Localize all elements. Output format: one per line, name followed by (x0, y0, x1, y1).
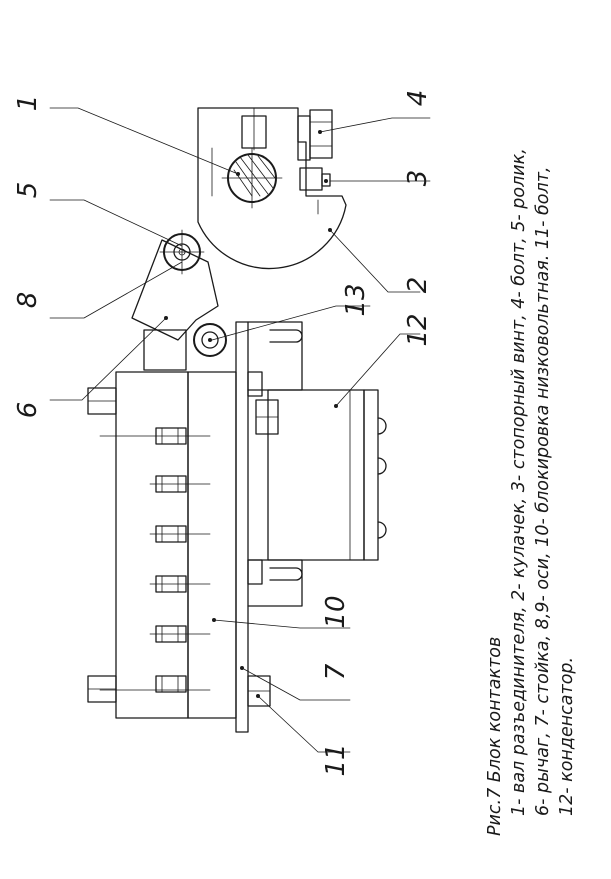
callout-10: 10 (321, 595, 351, 628)
set-screw-3-tip (321, 173, 331, 187)
lever-outline (131, 239, 219, 341)
cam-outline (197, 107, 347, 270)
callout-4: 4 (403, 90, 433, 107)
stand-upper-post (143, 329, 187, 371)
leader-6 (49, 317, 167, 401)
axis-13-circle (193, 323, 227, 357)
callout-2: 2 (403, 277, 433, 294)
callout-6: 6 (13, 402, 43, 419)
callout-7: 7 (321, 663, 351, 680)
caption-line-2: 6- рычаг, 7- стойка, 8,9- оси, 10- блоки… (533, 167, 553, 816)
caption-title: Рис.7 Блок контактов (485, 637, 505, 836)
leader-7 (241, 667, 351, 701)
caption-line-1: 1- вал разъединителя, 2- кулачек, 3- сто… (509, 148, 529, 816)
caption-line-3: 12- конденсатор. (557, 657, 577, 816)
contact-housing (115, 371, 189, 719)
terminal-6 (155, 675, 187, 693)
set-screw-3 (299, 167, 323, 191)
bolt-upper-a (247, 371, 263, 397)
bolt-lower-a (247, 559, 263, 585)
leader-12 (335, 333, 421, 407)
callout-1: 1 (13, 95, 43, 112)
bracket-slots (247, 321, 303, 607)
callout-12: 12 (403, 313, 433, 346)
leader-5 (49, 199, 183, 247)
leader-2 (329, 229, 421, 293)
contact-block-body (87, 321, 303, 733)
bolt-4-head (309, 109, 333, 159)
lever-assembly (131, 229, 219, 341)
leader-10 (213, 619, 351, 629)
leader-11 (257, 695, 351, 753)
leader-1 (49, 107, 239, 175)
bolt-4-shank (297, 115, 311, 161)
leader-lines (49, 107, 431, 753)
contact-terminals (99, 427, 211, 693)
callout-numbers: 1 5 8 6 4 3 2 13 12 10 7 11 (13, 90, 433, 777)
contact-base (187, 371, 237, 719)
callout-5: 5 (13, 182, 43, 199)
callout-3: 3 (403, 170, 433, 187)
callout-8: 8 (13, 292, 43, 309)
callout-13: 13 (341, 283, 371, 316)
cam-assembly (197, 107, 347, 270)
callout-11: 11 (321, 743, 351, 776)
capacitor-flange (363, 389, 379, 561)
capacitor-12 (267, 389, 387, 561)
leader-8 (49, 261, 183, 319)
leader-13 (211, 305, 371, 341)
figure-caption: Рис.7 Блок контактов 1- вал разъединител… (485, 148, 577, 836)
leader-4 (319, 117, 431, 133)
